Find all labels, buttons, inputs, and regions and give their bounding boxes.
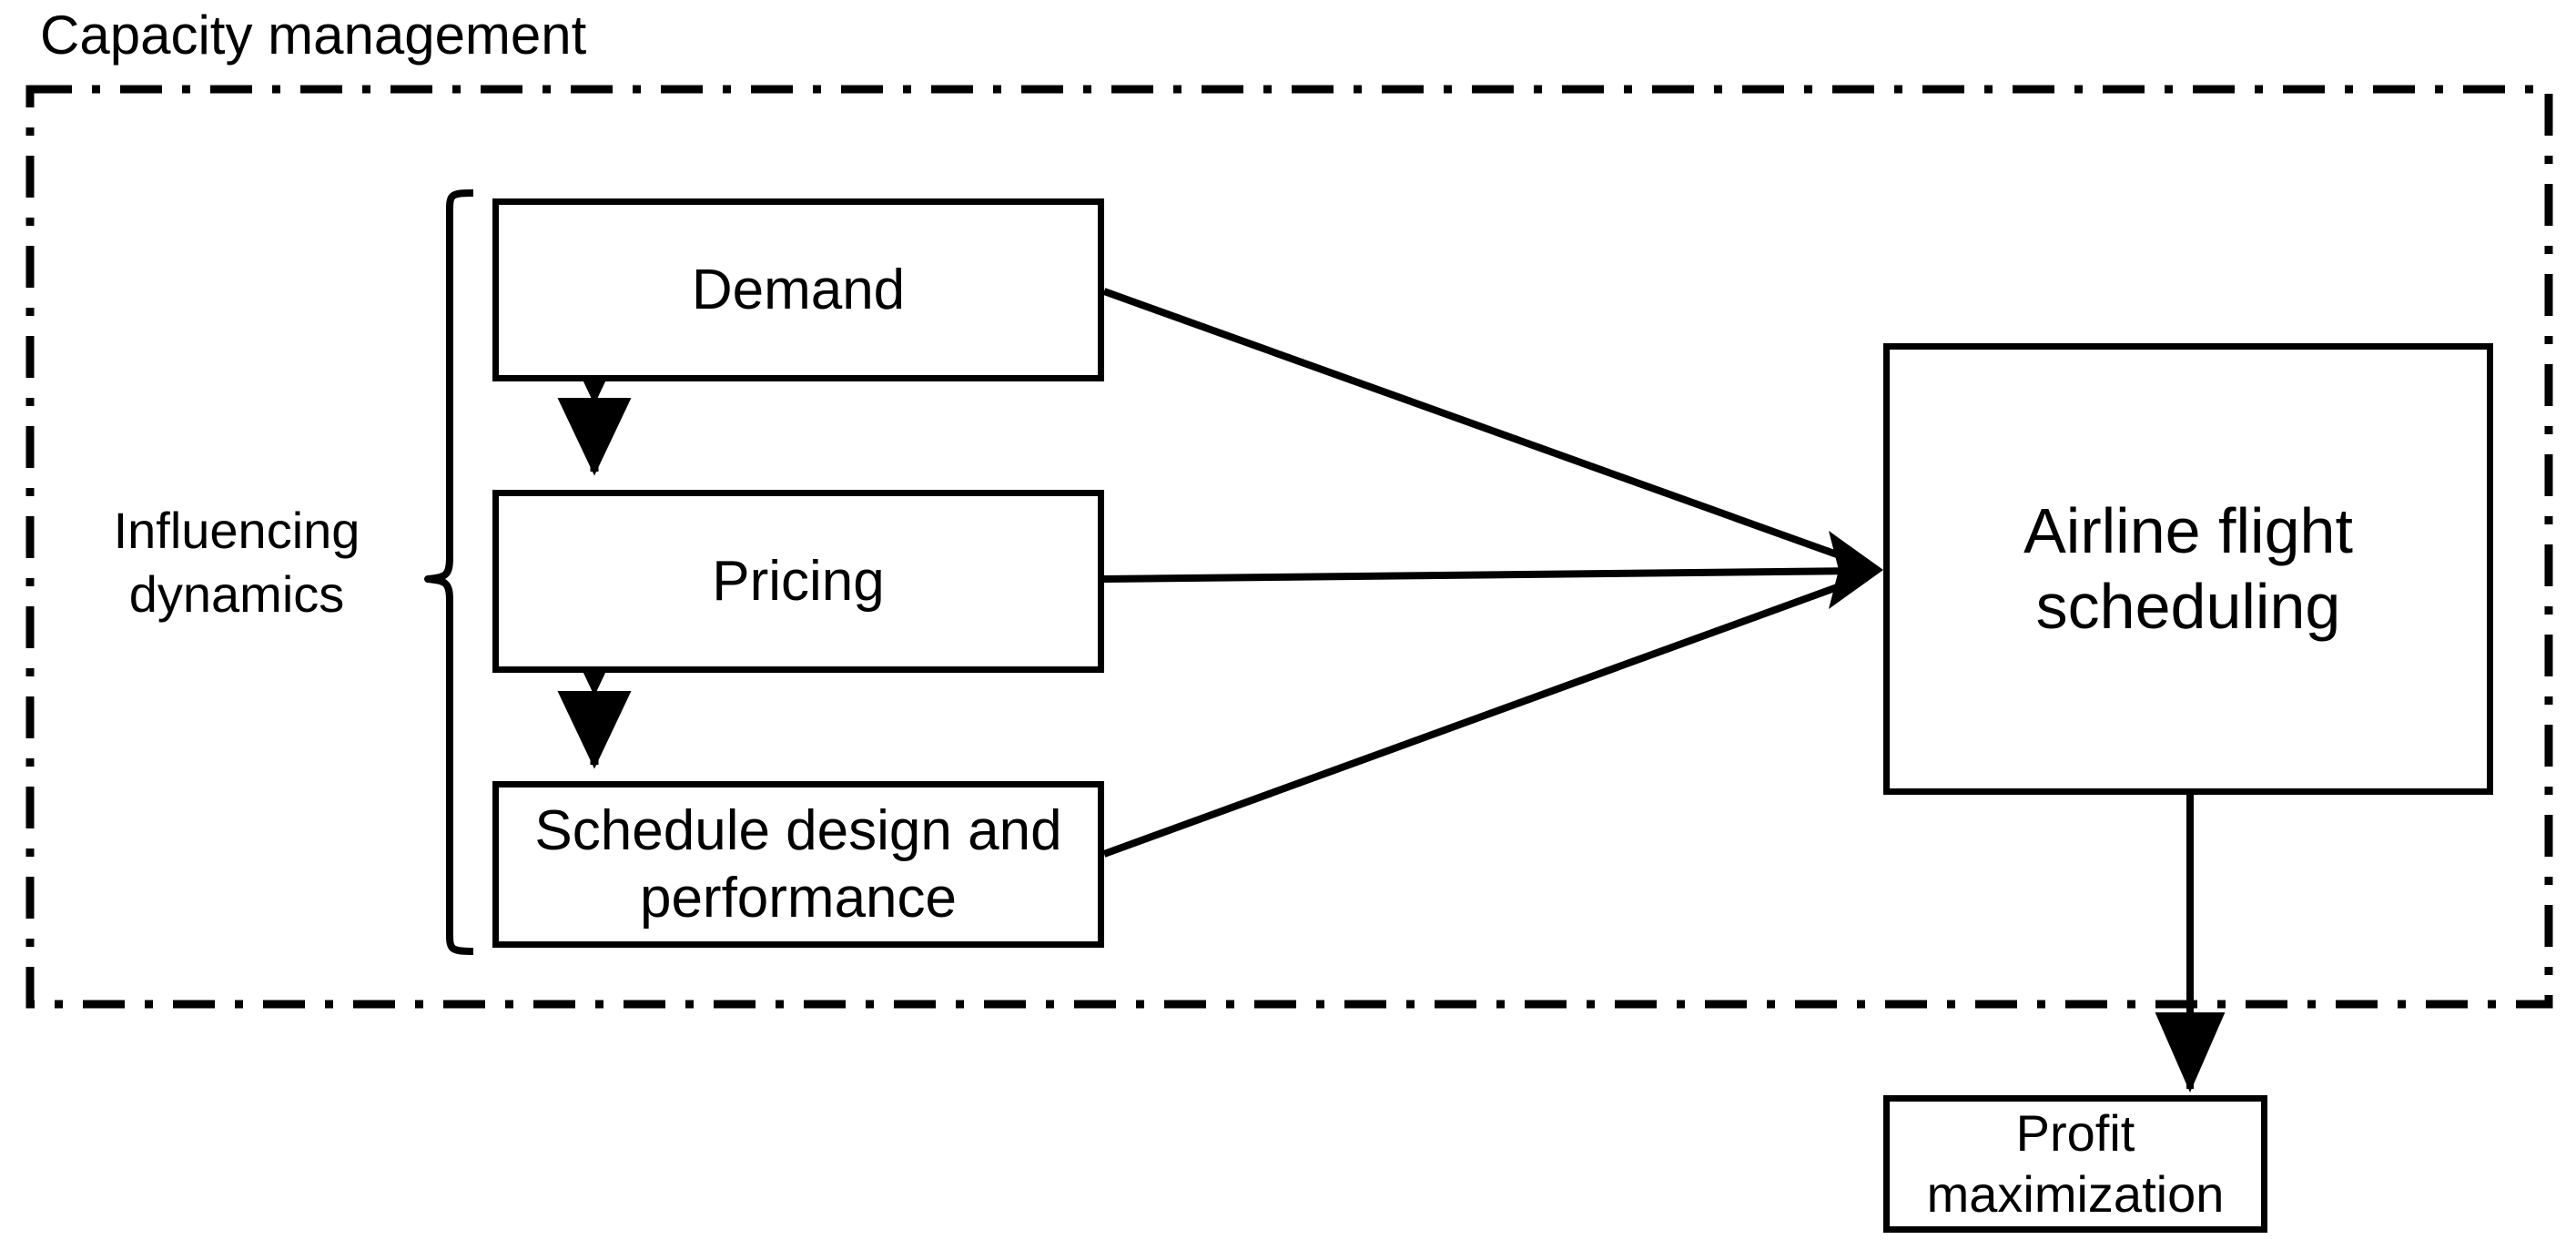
node-pricing[interactable]: Pricing bbox=[492, 490, 1104, 673]
node-airline-label: Airline flight scheduling bbox=[2023, 495, 2353, 642]
influencing-dynamics-label: Influencing dynamics bbox=[113, 502, 360, 623]
node-demand-label: Demand bbox=[691, 258, 906, 321]
airline-inbound-arrowhead bbox=[1829, 531, 1883, 609]
edge-pricing-airline bbox=[1103, 567, 1861, 583]
page-title: Capacity management bbox=[40, 5, 587, 66]
edge-schedule-airline bbox=[1102, 575, 1861, 858]
node-pricing-label: Pricing bbox=[712, 549, 885, 613]
node-airline-flight-scheduling[interactable]: Airline flight scheduling bbox=[1883, 343, 2493, 795]
influencing-dynamics-brace bbox=[424, 189, 474, 955]
node-schedule-label: Schedule design and performance bbox=[534, 799, 1062, 930]
node-profit-maximization[interactable]: Profit maximization bbox=[1883, 1095, 2267, 1233]
node-demand[interactable]: Demand bbox=[492, 198, 1104, 381]
node-profit-label: Profit maximization bbox=[1926, 1104, 2225, 1223]
node-schedule-design-and-performance[interactable]: Schedule design and performance bbox=[492, 781, 1104, 948]
edge-demand-airline bbox=[1102, 288, 1861, 566]
capacity-management-container bbox=[25, 85, 2553, 1009]
